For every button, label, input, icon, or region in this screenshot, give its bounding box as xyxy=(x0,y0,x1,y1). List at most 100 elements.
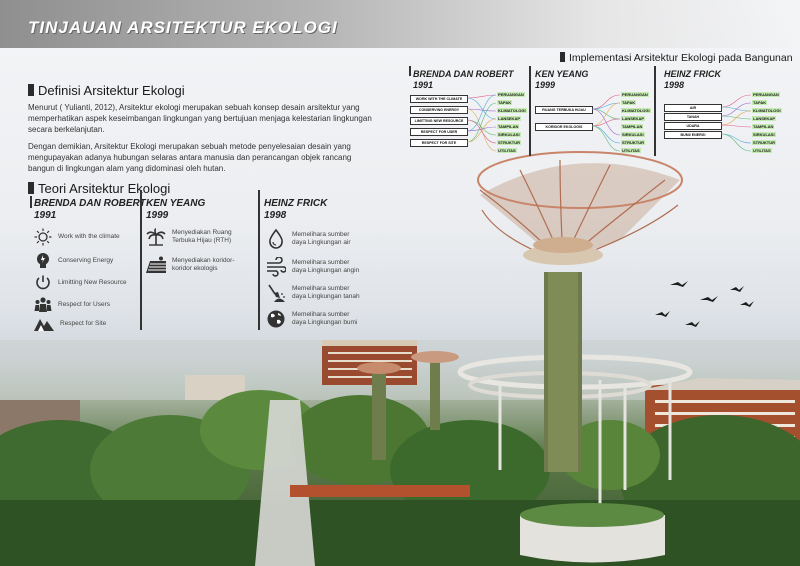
impl-tag: TAMPILAN xyxy=(752,124,775,129)
impl-tag: UTILITAS xyxy=(497,148,517,153)
theory-item: Work with the climate xyxy=(34,228,128,246)
theory-item-label: Menyediakan koridor-koridor ekologis xyxy=(172,257,235,272)
theory-item: Respect for Site xyxy=(34,316,130,332)
column-rule xyxy=(409,66,411,76)
theory-item-label: Conserving Energy xyxy=(58,257,114,264)
impl-tag: PERUANGAN xyxy=(752,92,780,97)
title-band xyxy=(0,0,800,48)
theory-item-label: Menyediakan Ruang Terbuka Hijau (RTH) xyxy=(172,229,232,244)
definition-heading: Definisi Arsitektur Ekologi xyxy=(28,83,185,98)
theory-item-label: Memelihara sumber daya Lingkungan tanah xyxy=(292,285,360,300)
impl-col3-year: 1998 xyxy=(664,80,685,90)
impl-col2-name: KEN YEANG xyxy=(535,69,589,79)
impl-tag: STRUKTUR xyxy=(497,140,521,145)
impl-tag: SIRKULASI xyxy=(497,132,521,137)
impl-box: WORK WITH THE CLIMATE xyxy=(410,95,468,103)
bullet-mark-icon xyxy=(560,52,565,62)
impl-tag: TAMPILAN xyxy=(621,124,644,129)
impl-box: RUANG TERBUKA HIJAU xyxy=(535,106,593,114)
theory-item-label: Limitting New Resource xyxy=(58,279,127,286)
theory-col2-year: 1999 xyxy=(146,210,169,221)
impl-col3-head: HEINZ FRICK 1998 xyxy=(664,69,721,91)
theory-item-label: Respect for Users xyxy=(58,301,111,308)
theory-col3-head: HEINZ FRICK 1998 xyxy=(264,198,327,222)
impl-tag: UTILITAS xyxy=(621,148,641,153)
impl-tag: LANSEKAP xyxy=(621,116,646,121)
impl-tag: TAPAK xyxy=(621,100,637,105)
column-rule xyxy=(529,66,531,156)
impl-box: RESPECT FOR USER xyxy=(410,128,468,136)
column-rule xyxy=(140,190,142,330)
impl-tag: TAPAK xyxy=(497,100,513,105)
impl-tag: TAPAK xyxy=(752,100,768,105)
theory-col1-head: BRENDA DAN ROBERT 1991 xyxy=(34,198,146,222)
birds xyxy=(655,281,754,327)
impl-col2-head: KEN YEANG 1999 xyxy=(535,69,588,91)
impl-col2-year: 1999 xyxy=(535,80,556,90)
impl-tag: LANSEKAP xyxy=(497,116,522,121)
supertree-canopy xyxy=(477,151,683,265)
water-drop-icon xyxy=(269,229,283,249)
impl-tag: KLIMATOLOGI xyxy=(497,108,527,113)
impl-tag: LANSEKAP xyxy=(752,116,777,121)
definition-paragraph-1: Menurut ( Yulianti, 2012), Arsitektur ek… xyxy=(28,103,372,134)
impl-box: LIMITTING NEW RESOURCE xyxy=(410,117,468,125)
impl-col1-head: BRENDA DAN ROBERT 1991 xyxy=(413,69,514,91)
impl-box: TANAH xyxy=(664,113,722,121)
impl-box: UDARA xyxy=(664,122,722,130)
theory-col2-head: KEN YEANG 1999 xyxy=(146,198,205,222)
theory-heading: Teori Arsitektur Ekologi xyxy=(28,181,170,196)
impl-tag: KLIMATOLOGI xyxy=(621,108,651,113)
theory-item: Conserving Energy xyxy=(34,252,128,270)
sun-icon xyxy=(34,228,52,246)
bullet-mark-icon xyxy=(28,84,34,96)
lightbulb-energy-icon xyxy=(37,253,49,268)
impl-box: CONSERVING ENERGY xyxy=(410,106,468,114)
theory-item: Menyediakan Ruang Terbuka Hijau (RTH) xyxy=(146,228,242,246)
impl-box: AIR xyxy=(664,104,722,112)
theory-col1-name: BRENDA DAN ROBERT xyxy=(34,198,146,209)
impl-tag: PERUANGAN xyxy=(497,92,525,97)
impl-box: KORIDOR EKOLOGIS xyxy=(535,123,593,131)
field-corridor-icon xyxy=(146,256,166,273)
implementation-heading: Implementasi Arsitektur Ekologi pada Ban… xyxy=(560,52,793,64)
theory-item-label: Memelihara sumber daya Lingkungan bumi xyxy=(292,311,358,326)
bullet-mark-icon xyxy=(28,182,34,194)
theory-item: Menyediakan koridor-koridor ekologis xyxy=(146,256,242,274)
column-rule xyxy=(30,196,32,208)
theory-item: Memelihara sumber daya Lingkungan angin xyxy=(266,257,362,277)
theory-item-label: Memelihara sumber daya Lingkungan air xyxy=(292,231,351,246)
theory-col3-name: HEINZ FRICK xyxy=(264,198,328,209)
impl-col1-year: 1991 xyxy=(413,80,434,90)
impl-tag: TAMPILAN xyxy=(497,124,520,129)
definition-paragraph-2: Dengan demikian, Arsitektur Ekologi meru… xyxy=(28,142,352,173)
impl-tag: KLIMATOLOGI xyxy=(752,108,782,113)
theory-item-label: Respect for Site xyxy=(60,320,107,327)
theory-item: Respect for Users xyxy=(34,296,128,314)
palm-tree-icon xyxy=(146,228,166,246)
impl-tag: PERUANGAN xyxy=(621,92,649,97)
theory-col2-name: KEN YEANG xyxy=(146,198,206,209)
theory-heading-text: Teori Arsitektur Ekologi xyxy=(38,181,171,196)
theory-item: Memelihara sumber daya Lingkungan bumi xyxy=(266,309,362,329)
impl-tag: STRUKTUR xyxy=(752,140,776,145)
impl-box: RESPECT FOR SITE xyxy=(410,139,468,147)
impl-tag: STRUKTUR xyxy=(621,140,645,145)
theory-col3-year: 1998 xyxy=(264,210,287,221)
impl-box: BUMI/ ENERGI xyxy=(664,131,722,139)
impl-tag: SIRKULASI xyxy=(752,132,776,137)
impl-tag: SIRKULASI xyxy=(621,132,645,137)
definition-heading-text: Definisi Arsitektur Ekologi xyxy=(38,83,185,98)
power-icon xyxy=(36,275,50,290)
theory-item-label: Memelihara sumber daya Lingkungan angin xyxy=(292,259,360,274)
impl-col3-name: HEINZ FRICK xyxy=(664,69,721,79)
theory-item: Memelihara sumber daya Lingkungan air xyxy=(266,229,362,249)
building-center xyxy=(322,340,417,385)
theory-item: Limitting New Resource xyxy=(34,274,128,292)
impl-tag: UTILITAS xyxy=(752,148,772,153)
globe-icon xyxy=(267,310,285,328)
people-icon xyxy=(34,297,52,312)
soil-shovel-icon xyxy=(268,284,285,302)
